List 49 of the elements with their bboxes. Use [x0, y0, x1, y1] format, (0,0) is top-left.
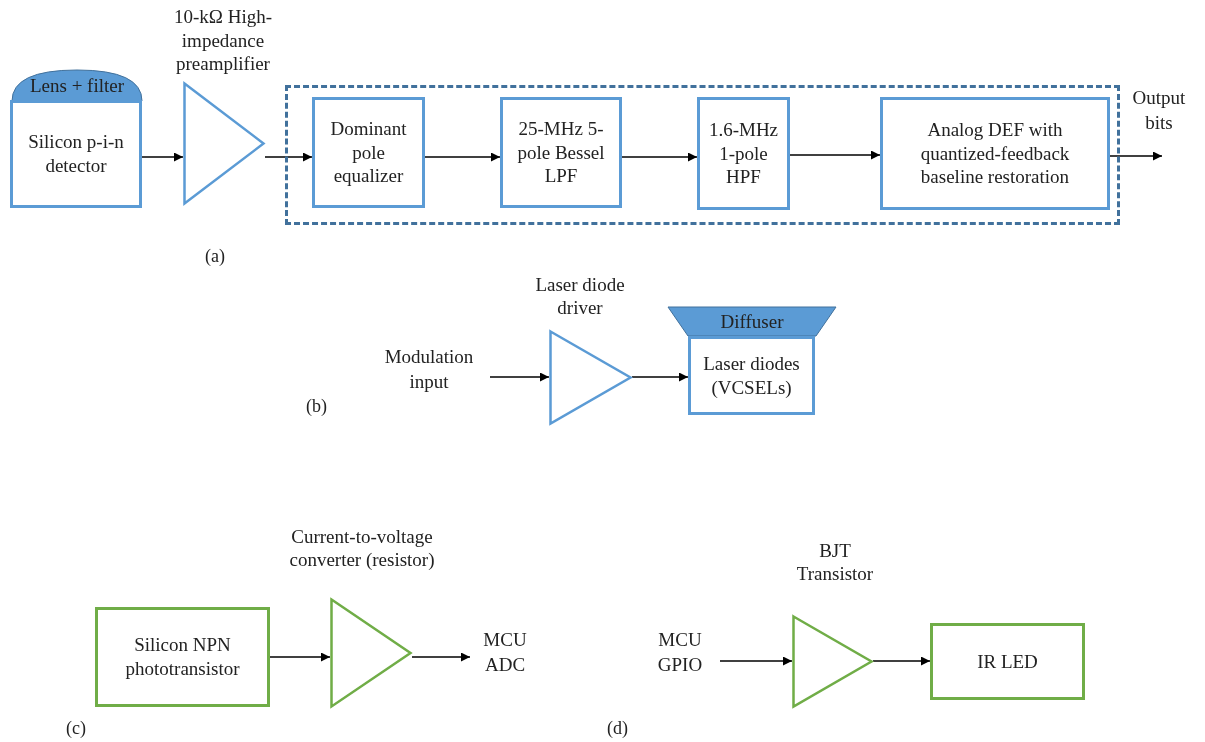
process-box — [930, 623, 1085, 700]
node-text: IR LED — [977, 649, 1038, 674]
node-text: Lens + filter — [29, 74, 125, 97]
process-box — [312, 97, 425, 208]
diffuser-trapezoid — [668, 307, 836, 336]
process-box — [880, 97, 1110, 210]
node-text: Analog DEF with quantized-feedback baseline restoration — [919, 117, 1071, 190]
node-text: Modulation input — [383, 345, 475, 394]
amplifier-triangle — [549, 330, 632, 425]
arrow — [264, 152, 313, 162]
component-label: 10-kΩ High-impedance preamplifier — [173, 4, 273, 76]
arrow — [141, 152, 184, 162]
amplifier-triangle — [792, 615, 873, 708]
arrow — [631, 372, 689, 382]
node-text: Diffuser — [720, 310, 784, 333]
node-text: Laser diodes (VCSELs) — [702, 351, 801, 400]
component-label: BJT Transistor — [795, 538, 875, 586]
arrow — [789, 150, 881, 160]
dashed-group-box — [285, 85, 1120, 225]
node-text: Silicon NPN phototransistor — [124, 633, 241, 681]
node-text: Silicon p-i-n detector — [27, 130, 125, 178]
arrow — [719, 656, 793, 666]
process-box — [95, 607, 270, 707]
arrow — [269, 652, 331, 662]
node-text: 1.6-MHz 1-pole HPF — [707, 117, 780, 190]
panel-label: (c) — [66, 718, 86, 739]
process-box — [697, 97, 790, 210]
panel-label: (b) — [306, 396, 327, 417]
panel-label: (a) — [205, 246, 225, 267]
component-label: Laser diode driver — [534, 272, 626, 320]
node-text: MCU ADC — [482, 628, 528, 677]
lens-filter-cap — [12, 70, 142, 101]
panel-label: (d) — [607, 718, 628, 739]
node-text: MCU GPIO — [656, 628, 704, 677]
arrow — [1109, 151, 1163, 161]
node-text: 25-MHz 5-pole Bessel LPF — [516, 116, 606, 189]
arrow — [489, 372, 550, 382]
arrow — [621, 152, 698, 162]
arrow — [424, 152, 501, 162]
arrow — [411, 652, 471, 662]
amplifier-triangle — [330, 598, 412, 708]
process-box — [500, 97, 622, 208]
process-box — [10, 100, 142, 208]
arrow — [872, 656, 931, 666]
amplifier-triangle — [183, 82, 265, 205]
component-label: Current-to-voltage converter (resistor) — [288, 524, 436, 572]
node-text: Output bits — [1131, 86, 1187, 135]
process-box — [688, 336, 815, 415]
node-text: Dominant pole equalizer — [329, 116, 408, 189]
